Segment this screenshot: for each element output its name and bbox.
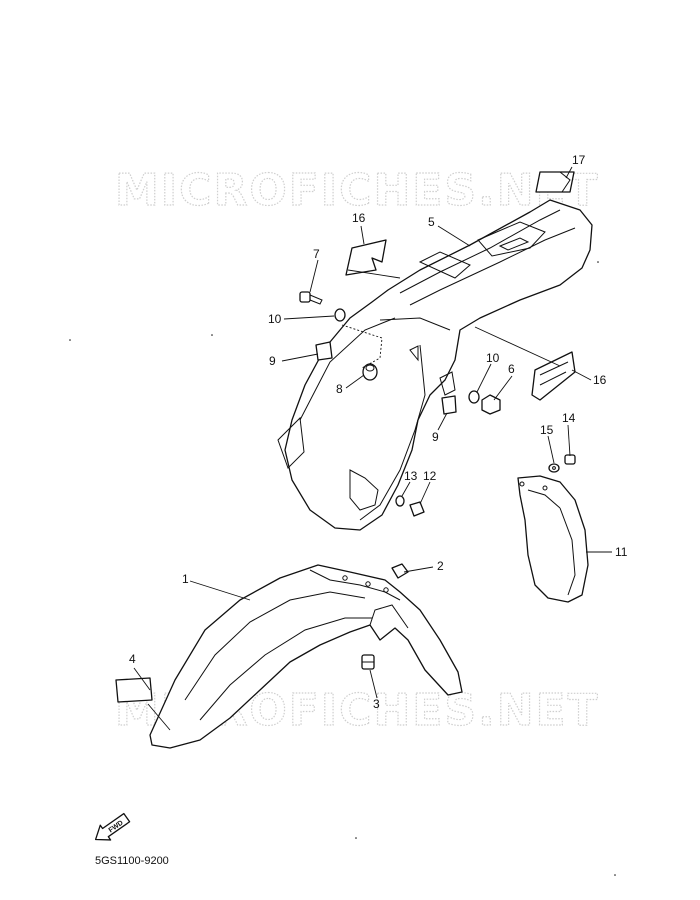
callout-3: 3 bbox=[373, 697, 380, 711]
watermark-top: MICROFICHES.NET bbox=[115, 165, 600, 216]
drawing-code: 5GS1100-9200 bbox=[95, 855, 169, 867]
callout-14: 14 bbox=[562, 411, 576, 425]
front-fender bbox=[149, 564, 463, 749]
mud-flap bbox=[517, 475, 589, 603]
decal-16-top bbox=[345, 239, 387, 276]
callout-2: 2 bbox=[437, 559, 444, 573]
rear-fender bbox=[277, 199, 593, 531]
decal-4 bbox=[115, 677, 153, 703]
nut-13 bbox=[395, 495, 405, 507]
clip-9-right bbox=[441, 395, 457, 415]
bolt-7 bbox=[299, 291, 323, 305]
grommet-8 bbox=[362, 363, 378, 381]
callout-9-right: 9 bbox=[432, 430, 439, 444]
nut-2 bbox=[391, 563, 409, 579]
callout-13: 13 bbox=[404, 469, 418, 483]
screw-14 bbox=[564, 454, 576, 465]
callout-7: 7 bbox=[313, 247, 320, 261]
collar-10-right bbox=[468, 390, 480, 404]
callout-17: 17 bbox=[572, 153, 586, 167]
callout-10-left: 10 bbox=[268, 312, 282, 326]
callout-11: 11 bbox=[615, 545, 628, 559]
callout-4: 4 bbox=[129, 652, 136, 666]
callout-15: 15 bbox=[540, 423, 554, 437]
decal-17 bbox=[535, 171, 575, 193]
bolt-6 bbox=[481, 394, 501, 415]
fwd-arrow-icon: FWD bbox=[94, 812, 131, 841]
callout-8: 8 bbox=[336, 382, 343, 396]
collar-10-left bbox=[334, 308, 346, 322]
callout-12: 12 bbox=[423, 469, 437, 483]
callout-10-right: 10 bbox=[486, 351, 500, 365]
leader-lines bbox=[133, 166, 612, 731]
bolt-3 bbox=[361, 654, 375, 670]
specks bbox=[69, 261, 616, 876]
bolt-12 bbox=[409, 501, 425, 517]
callout-5: 5 bbox=[428, 215, 435, 229]
fwd-label: FWD bbox=[108, 820, 125, 835]
decal-16-side bbox=[531, 351, 576, 401]
callout-16-top: 16 bbox=[352, 211, 366, 225]
callout-6: 6 bbox=[508, 362, 515, 376]
callout-1: 1 bbox=[182, 572, 189, 586]
washer-15 bbox=[548, 463, 560, 473]
callout-9-left: 9 bbox=[269, 354, 276, 368]
clip-9-left bbox=[315, 341, 333, 361]
callout-16-side: 16 bbox=[593, 373, 607, 387]
